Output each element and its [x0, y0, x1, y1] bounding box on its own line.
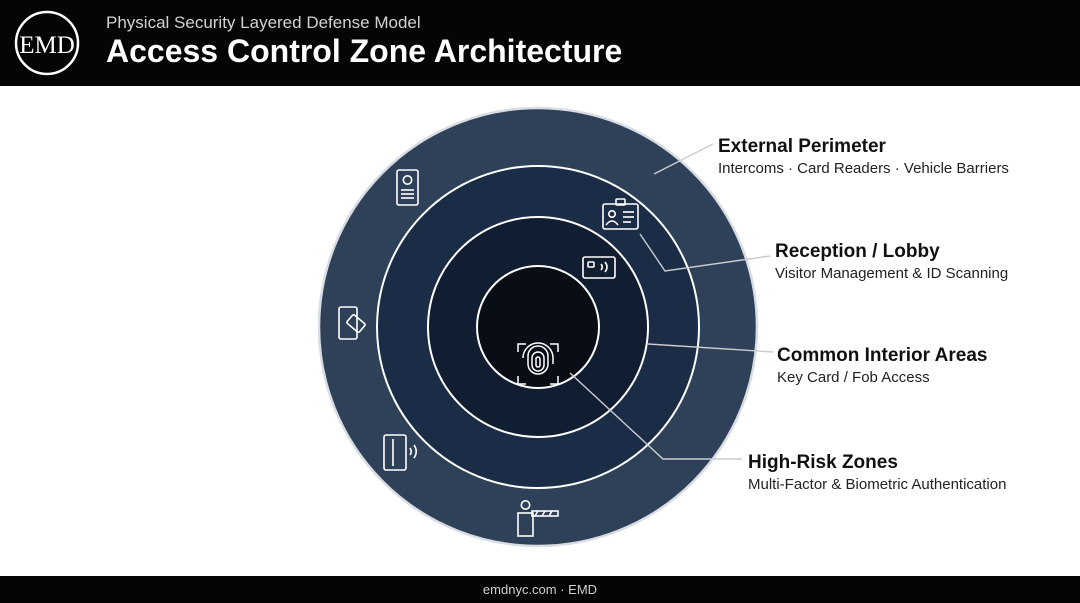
emd-logo: EMD	[14, 10, 80, 76]
zone-name: External Perimeter	[718, 136, 886, 157]
phone-key-card-icon	[338, 306, 366, 340]
zone-description: Multi-Factor & Biometric Authentication	[748, 476, 1007, 493]
zone-description: Visitor Management & ID Scanning	[775, 265, 1009, 282]
zone-diagram	[317, 106, 774, 548]
leader-line-common-interior	[647, 343, 774, 353]
zone-core-high-risk	[476, 265, 600, 389]
zone-label-common-interior: Common Interior Areas Key Card / Fob Acc…	[777, 344, 987, 388]
card-reader-icon	[383, 434, 418, 471]
leader-line-reception-lobby	[639, 233, 771, 272]
page-title: Access Control Zone Architecture	[106, 33, 623, 69]
zone-label-high-risk: High-Risk Zones Multi-Factor & Biometric…	[748, 451, 1006, 495]
logo-text: EMD	[19, 32, 75, 59]
zone-description: Key Card / Fob Access	[777, 369, 930, 386]
intercom-icon	[396, 169, 419, 206]
zone-name: Reception / Lobby	[775, 241, 940, 262]
zone-label-external-perimeter: External Perimeter Intercoms · Card Read…	[718, 135, 1009, 179]
zone-description: Intercoms · Card Readers · Vehicle Barri…	[718, 160, 1009, 177]
leader-line-external-perimeter	[653, 143, 714, 175]
footer-text: emdnyc.com · EMD	[482, 582, 598, 597]
leader-line-high-risk	[569, 372, 742, 460]
zone-name: Common Interior Areas	[777, 345, 988, 366]
contactless-card-icon	[582, 256, 616, 279]
vehicle-barrier-icon	[517, 499, 559, 537]
zone-name: High-Risk Zones	[748, 452, 898, 473]
leader-lines	[569, 143, 774, 460]
fingerprint-icon	[517, 342, 559, 385]
footer-bar: emdnyc.com · EMD	[0, 576, 1080, 603]
header-bar: EMD Physical Security Layered Defense Mo…	[0, 0, 1080, 86]
zone-label-reception-lobby: Reception / Lobby Visitor Management & I…	[775, 240, 1008, 284]
header-subtitle: Physical Security Layered Defense Model	[106, 13, 421, 32]
id-badge-icon	[602, 198, 639, 230]
